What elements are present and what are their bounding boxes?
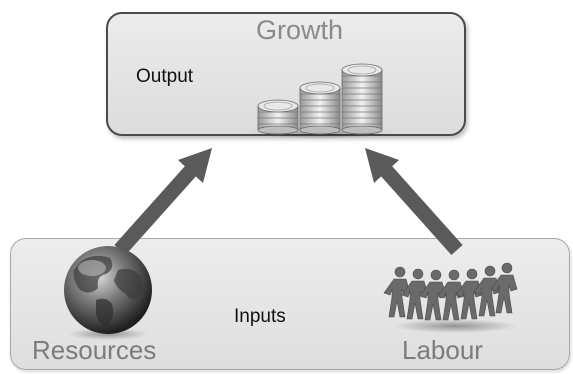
- resources-label: Resources: [32, 335, 157, 365]
- arrow-right: [365, 148, 463, 255]
- growth-title: Growth: [256, 15, 344, 45]
- labour-label: Labour: [402, 335, 483, 365]
- arrow-left: [114, 148, 212, 255]
- output-label: Output: [136, 66, 194, 87]
- people-chain-icon: [383, 262, 518, 333]
- coin-stacks-icon: [250, 63, 390, 139]
- globe-icon: [64, 246, 152, 340]
- inputs-label: Inputs: [234, 306, 286, 327]
